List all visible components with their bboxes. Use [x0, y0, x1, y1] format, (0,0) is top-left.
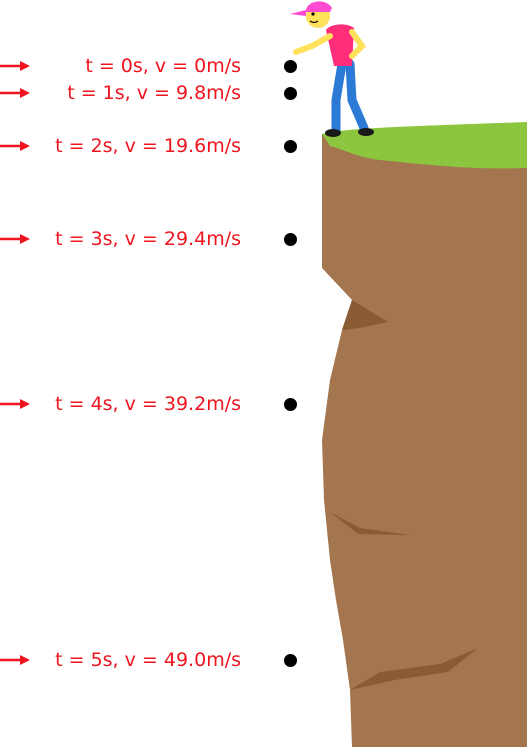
- position-label: t = 1s, v = 9.8m/s: [67, 82, 241, 104]
- person-shoe: [358, 128, 374, 136]
- ball-position-dot: [284, 398, 297, 411]
- cliff-crack: [330, 512, 410, 535]
- cliff: [322, 128, 527, 747]
- person-mouth: [309, 20, 319, 24]
- position-label: t = 4s, v = 39.2m/s: [55, 393, 241, 415]
- person-leg: [331, 59, 347, 135]
- cap-icon: [306, 1, 332, 12]
- arrow-right-icon: [0, 88, 30, 98]
- cliff-crack: [350, 648, 478, 690]
- position-label: t = 5s, v = 49.0m/s: [55, 649, 241, 671]
- ball-position-dot: [284, 233, 297, 246]
- person-leg: [345, 59, 369, 133]
- cap-brim: [290, 10, 306, 16]
- person-eye: [311, 12, 315, 16]
- person-arm: [293, 33, 333, 55]
- arrow-right-icon: [0, 399, 30, 409]
- arrow-right-icon: [0, 141, 30, 151]
- ball-position-dot: [284, 654, 297, 667]
- ball-position-dot: [284, 140, 297, 153]
- person-shoe: [325, 129, 341, 137]
- position-label: t = 3s, v = 29.4m/s: [55, 228, 241, 250]
- ball-position-dot: [284, 60, 297, 73]
- cliff-crack: [342, 300, 388, 330]
- ball-position-dot: [284, 87, 297, 100]
- arrow-right-icon: [0, 234, 30, 244]
- person: [290, 1, 374, 137]
- arrow-right-icon: [0, 61, 30, 71]
- position-label: t = 0s, v = 0m/s: [85, 55, 241, 77]
- person-shirt: [326, 24, 354, 66]
- position-label: t = 2s, v = 19.6m/s: [55, 135, 241, 157]
- person-arm: [349, 29, 366, 59]
- arrow-right-icon: [0, 655, 30, 665]
